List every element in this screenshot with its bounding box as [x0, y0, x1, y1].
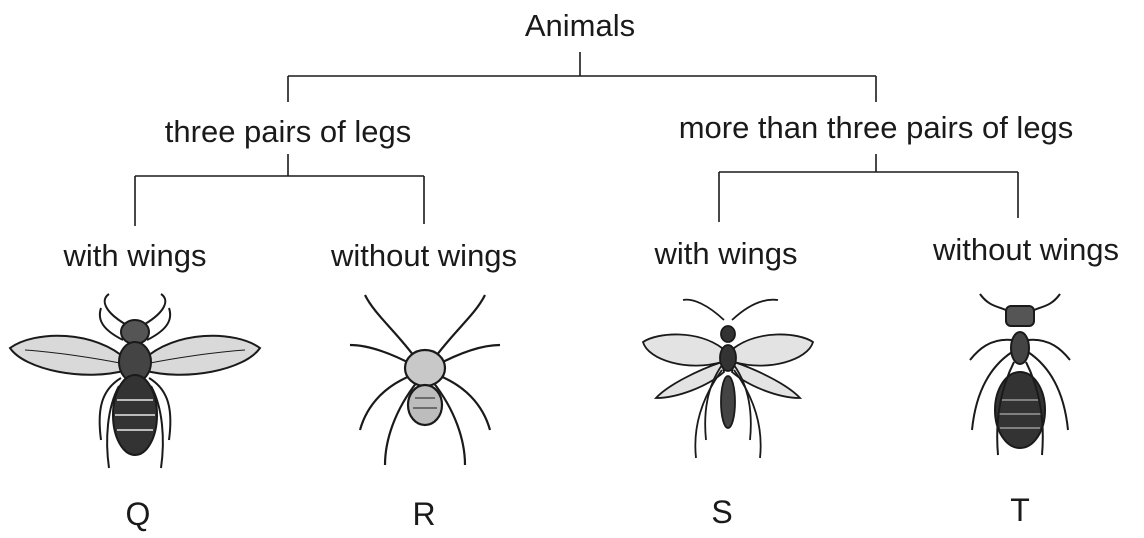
- root-label: Animals: [525, 8, 635, 44]
- wasp-icon: [638, 290, 818, 465]
- branch-label-more-than-three-pairs: more than three pairs of legs: [679, 110, 1074, 146]
- animal-letter-t: T: [1010, 492, 1030, 528]
- animal-letter-r: R: [412, 496, 435, 532]
- leaf-label-q: with wings: [64, 238, 207, 274]
- animal-letter-s: S: [711, 494, 732, 530]
- branch-label-three-pairs: three pairs of legs: [165, 114, 411, 150]
- ant-icon: [960, 290, 1080, 470]
- winged-fly-icon: [5, 290, 265, 475]
- animal-letter-q: Q: [126, 496, 151, 532]
- leaf-label-r: without wings: [331, 238, 517, 274]
- leaf-label-s: with wings: [655, 236, 798, 272]
- leaf-label-t: without wings: [933, 232, 1119, 268]
- spider-icon: [345, 290, 505, 470]
